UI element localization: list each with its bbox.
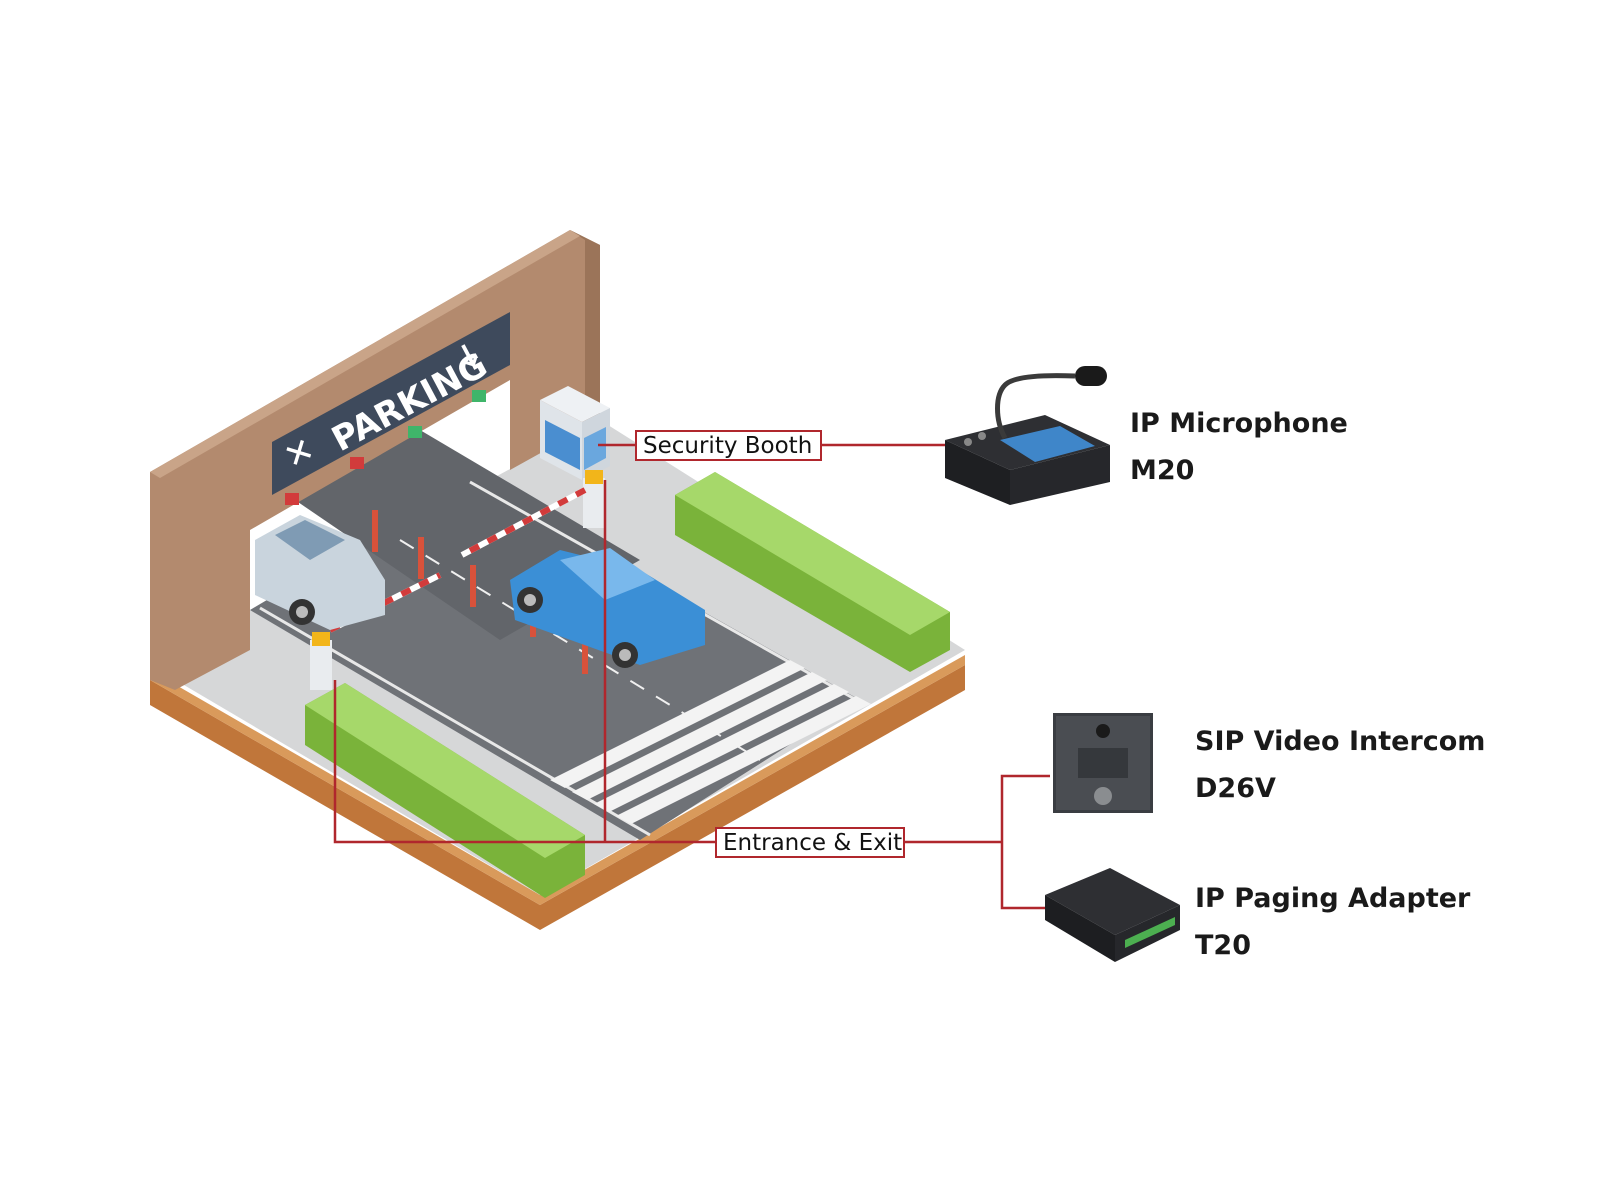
security-booth bbox=[540, 386, 610, 480]
hedges bbox=[305, 472, 950, 898]
ip-microphone-model: M20 bbox=[1130, 455, 1195, 486]
sip-video-intercom-device bbox=[1053, 713, 1153, 813]
ip-paging-adapter-label: IP Paging Adapter T20 bbox=[1195, 885, 1470, 959]
blue-car bbox=[510, 548, 705, 668]
ip-microphone-device bbox=[945, 366, 1110, 505]
white-car bbox=[255, 515, 385, 630]
ip-microphone-name: IP Microphone bbox=[1130, 408, 1348, 439]
sip-video-intercom-label: SIP Video Intercom D26V bbox=[1195, 728, 1485, 802]
security-booth-callout: Security Booth bbox=[635, 430, 822, 461]
connector-lines bbox=[333, 443, 1050, 910]
entrance-exit-callout: Entrance & Exit bbox=[715, 827, 905, 858]
ip-paging-adapter-device bbox=[1045, 868, 1180, 962]
ip-paging-adapter-name: IP Paging Adapter bbox=[1195, 883, 1471, 914]
crosswalk bbox=[550, 660, 871, 824]
lane-indicators bbox=[285, 390, 486, 505]
sip-video-intercom-name: SIP Video Intercom bbox=[1195, 726, 1486, 757]
ip-paging-adapter-model: T20 bbox=[1195, 930, 1251, 961]
sip-video-intercom-model: D26V bbox=[1195, 773, 1276, 804]
ip-microphone-label: IP Microphone M20 bbox=[1130, 410, 1348, 484]
